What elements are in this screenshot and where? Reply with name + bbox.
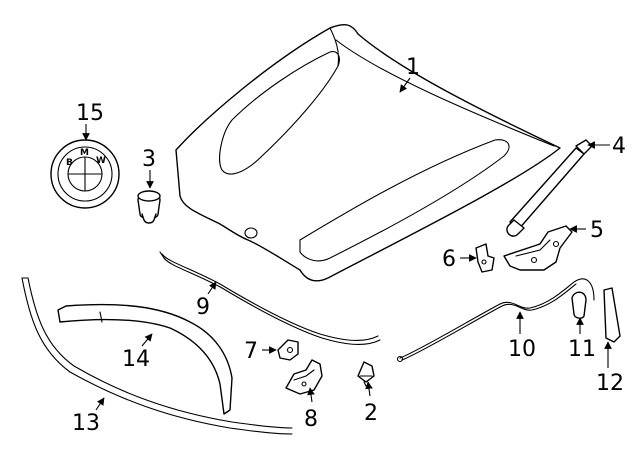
- trim-panel: [603, 287, 621, 343]
- callout-4: 4: [612, 134, 626, 159]
- rubber-bumper: [137, 190, 161, 224]
- leader-13: [95, 397, 105, 411]
- leader-arrows: [82, 77, 612, 411]
- leader-14: [141, 333, 153, 347]
- callout-15: 15: [76, 101, 104, 126]
- safety-catch: [277, 339, 299, 361]
- callout-7: 7: [244, 339, 258, 364]
- callout-8: 8: [304, 407, 318, 432]
- hood-hinge: [503, 225, 573, 271]
- callout-5: 5: [590, 218, 604, 243]
- hood-lock: [285, 359, 323, 395]
- callout-13: 13: [72, 411, 100, 436]
- leader-9: [207, 281, 217, 295]
- emblem: B M W: [50, 139, 120, 209]
- callout-6: 6: [442, 247, 456, 272]
- callout-labels: 1 2 3 4 5 6 7 8 9 10 11 12 13 14 15: [72, 55, 626, 436]
- callout-3: 3: [142, 147, 156, 172]
- callout-9: 9: [196, 295, 210, 320]
- release-cable-front: [159, 251, 381, 346]
- release-cable-rear: [396, 278, 595, 363]
- leader-8: [307, 387, 315, 403]
- callout-1: 1: [406, 55, 420, 80]
- callout-12: 12: [596, 371, 624, 396]
- hood: [175, 23, 561, 282]
- emblem-letter-m: M: [80, 148, 89, 158]
- emblem-letter-w: W: [96, 156, 106, 166]
- callout-11: 11: [568, 337, 596, 362]
- leader-1: [399, 77, 411, 93]
- hood-seal: [21, 277, 293, 435]
- release-handle: [571, 291, 587, 319]
- buffer-stop: [357, 361, 375, 387]
- latch-bracket: [475, 243, 495, 273]
- callout-14: 14: [122, 347, 150, 372]
- emblem-letter-b: B: [66, 158, 73, 168]
- leader-2: [365, 381, 373, 397]
- callout-10: 10: [508, 337, 536, 362]
- callout-2: 2: [364, 401, 378, 426]
- seal-profile: [57, 303, 233, 415]
